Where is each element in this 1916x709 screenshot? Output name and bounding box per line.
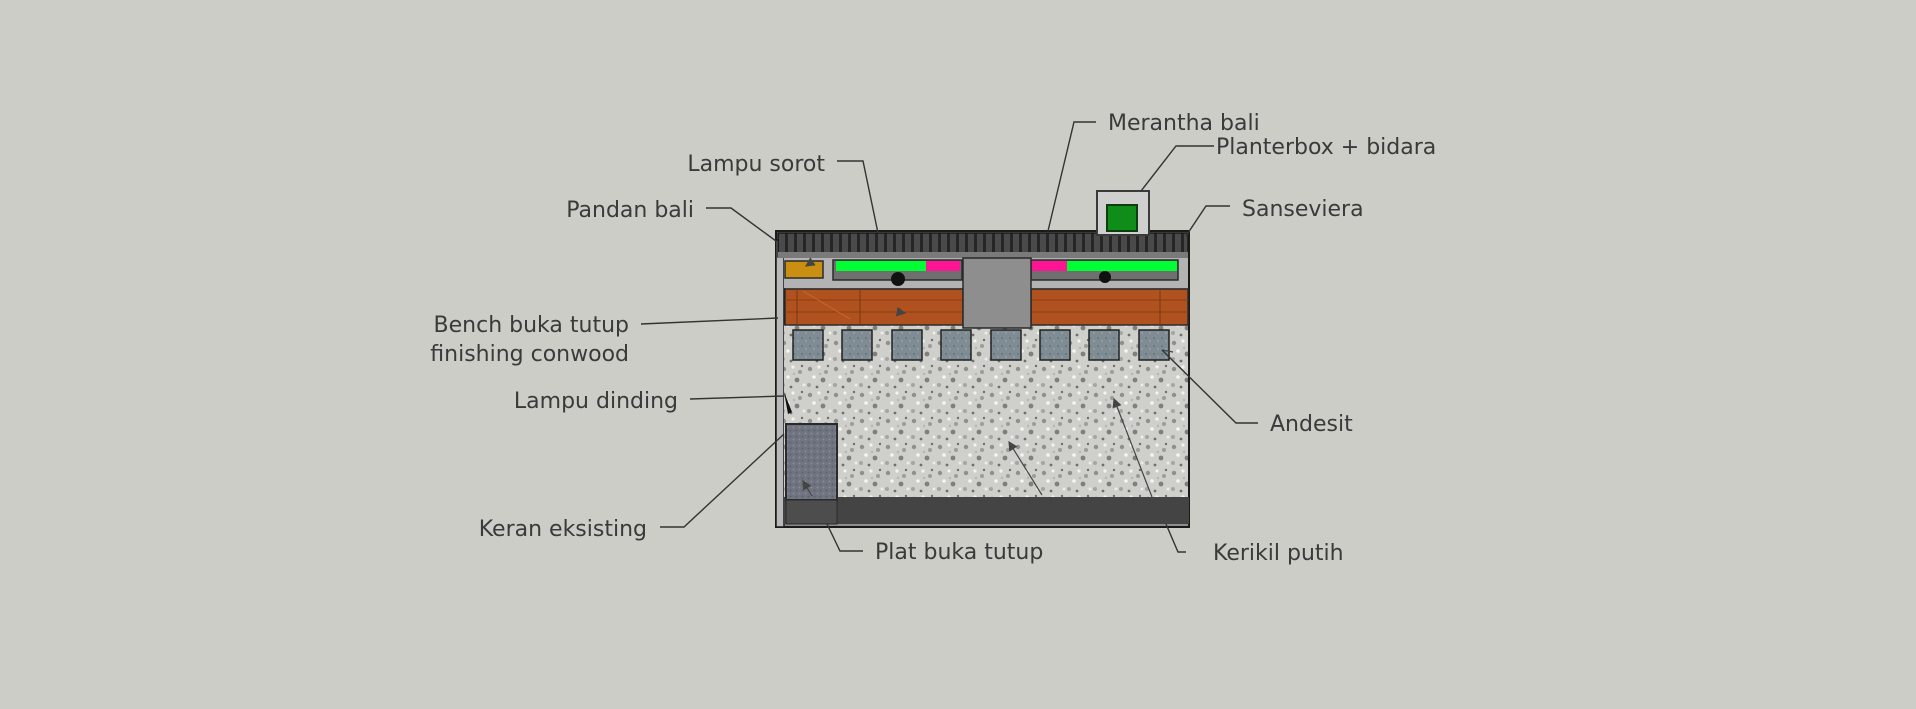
label-lampu-sorot: Lampu sorot	[687, 152, 825, 177]
andesit-stone	[1088, 329, 1120, 361]
labels: Merantha bali Planterbox + bidara Lampu …	[430, 111, 1436, 566]
leader-keran-eksisting	[660, 433, 785, 528]
wall-lamp	[784, 392, 792, 414]
pandan-bali-plant	[784, 260, 824, 279]
label-merantha-bali: Merantha bali	[1108, 111, 1260, 136]
label-keran-eksisting: Keran eksisting	[479, 517, 647, 542]
bottom-plate-strip	[784, 497, 1189, 524]
right-pink-planter	[1032, 261, 1067, 271]
label-kerikil-putih: Kerikil putih	[1213, 541, 1344, 566]
bench-right	[1030, 288, 1189, 326]
leader-planterbox	[1140, 145, 1214, 192]
spotlight-right	[1099, 271, 1111, 283]
top-planter-lip	[778, 252, 1188, 258]
bench-left	[784, 288, 964, 326]
leader-andesit	[1161, 349, 1258, 424]
leader-pandan-bali	[706, 207, 777, 242]
andesit-stone	[940, 329, 972, 361]
keran-access-plate	[785, 423, 838, 501]
garden-plan	[775, 190, 1190, 528]
andesit-stone	[1039, 329, 1071, 361]
andesit-stone	[891, 329, 923, 361]
label-planterbox: Planterbox + bidara	[1216, 135, 1436, 160]
label-plat-buka-tutup: Plat buka tutup	[875, 540, 1043, 565]
leader-lampu-dinding	[689, 395, 785, 400]
label-lampu-dinding: Lampu dinding	[514, 389, 678, 414]
andesit-stone	[1138, 329, 1170, 361]
bidara-plant	[1106, 204, 1138, 232]
leader-kerikil-putih	[1165, 523, 1186, 553]
leader-lines	[640, 121, 1258, 553]
right-green-planter	[1067, 261, 1177, 271]
plat-buka-tutup	[785, 499, 838, 525]
andesit-stepping-stones	[792, 329, 1170, 361]
label-pandan-bali: Pandan bali	[566, 198, 694, 223]
andesit-stone	[990, 329, 1022, 361]
left-green-planter	[836, 261, 926, 271]
leader-sanseviera	[1185, 205, 1230, 237]
label-andesit: Andesit	[1270, 412, 1353, 437]
leader-lampu-sorot	[837, 160, 879, 234]
andesit-stone	[792, 329, 824, 361]
center-block	[962, 257, 1032, 329]
label-sanseviera: Sanseviera	[1242, 197, 1364, 222]
leader-bench	[640, 317, 779, 325]
left-wall	[775, 239, 785, 528]
left-pink-planter	[926, 261, 960, 271]
leader-merantha-bali	[1047, 121, 1096, 232]
label-bench-line2: finishing conwood	[430, 342, 629, 367]
label-bench-line1: Bench buka tutup	[434, 313, 629, 338]
spotlight-left	[891, 272, 905, 286]
andesit-stone	[841, 329, 873, 361]
leader-plat-buka-tutup	[826, 523, 863, 552]
